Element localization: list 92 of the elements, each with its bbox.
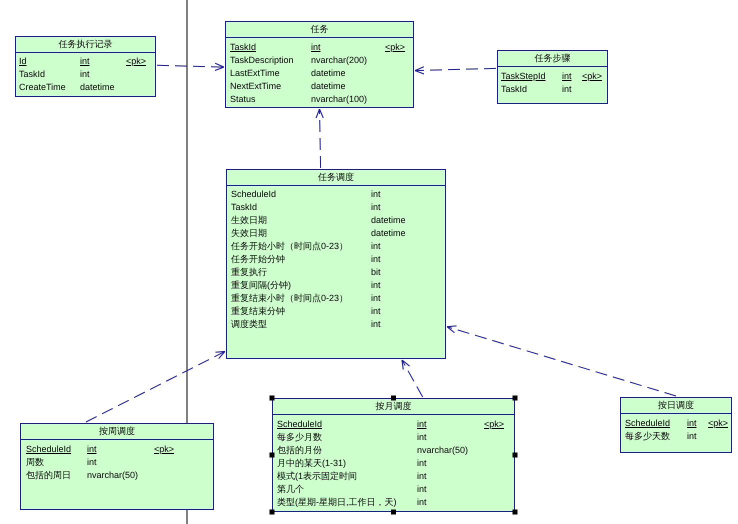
- data-type: int: [87, 456, 97, 468]
- data-type: int: [562, 70, 572, 82]
- table-title: 按周调度: [21, 424, 213, 440]
- table-title: 任务: [226, 22, 413, 38]
- data-type: int: [371, 201, 381, 213]
- column-name: 每多少天数: [625, 430, 670, 442]
- column-name: TaskStepId: [501, 70, 546, 82]
- data-type: int: [417, 483, 427, 495]
- data-type: int: [87, 443, 97, 455]
- column-name: 月中的某天(1-31): [277, 457, 346, 469]
- data-type: datetime: [311, 67, 346, 79]
- column-name: TaskId: [231, 201, 258, 213]
- column-name: 重复结束小时（时间点0-23）: [231, 292, 348, 304]
- column-name: LastExtTime: [230, 67, 280, 79]
- column-name: 重复执行: [231, 266, 267, 278]
- column-name: Status: [230, 93, 256, 105]
- data-type: int: [562, 83, 572, 95]
- data-type: nvarchar(100): [311, 93, 368, 105]
- data-type: bit: [371, 266, 381, 278]
- arrow: [85, 350, 226, 422]
- column-name: 包括的月份: [277, 444, 322, 456]
- data-type: int: [311, 41, 321, 53]
- column-name: 调度类型: [231, 318, 267, 330]
- data-type: int: [371, 253, 381, 265]
- arrow: [156, 62, 225, 71]
- column-name: ScheduleId: [277, 418, 322, 430]
- data-type: nvarchar(50): [87, 469, 138, 481]
- table-title: 按日调度: [621, 398, 731, 414]
- entity-table: [20, 423, 214, 510]
- data-type: int: [371, 279, 381, 291]
- key-label: <pk>: [154, 443, 174, 455]
- column-name: TaskId: [19, 68, 46, 80]
- data-type: datetime: [371, 214, 406, 226]
- key-label: <pk>: [385, 41, 406, 53]
- data-type: int: [687, 430, 697, 442]
- arrow: [316, 108, 324, 168]
- data-type: nvarchar(200): [311, 54, 368, 66]
- arrow: [414, 66, 496, 74]
- data-type: int: [80, 68, 90, 80]
- data-type: int: [371, 188, 381, 200]
- column-name: 任务开始小时（时间点0-23）: [231, 240, 348, 252]
- column-name: 第几个: [277, 483, 304, 495]
- data-type: int: [371, 240, 381, 252]
- data-type: int: [417, 418, 427, 430]
- column-name: 每多少月数: [277, 431, 322, 443]
- column-name: NextExtTime: [230, 80, 282, 92]
- arrow: [401, 359, 424, 398]
- column-name: 包括的周日: [26, 469, 71, 481]
- column-name: 周数: [26, 456, 44, 468]
- data-type: int: [371, 292, 381, 304]
- key-label: <pk>: [126, 55, 146, 67]
- column-name: TaskId: [501, 83, 528, 95]
- data-type: datetime: [80, 81, 115, 93]
- data-type: int: [687, 417, 697, 429]
- column-name: ScheduleId: [625, 417, 670, 429]
- key-label: <pk>: [484, 418, 504, 430]
- arrow: [446, 325, 676, 396]
- data-type: int: [371, 318, 381, 330]
- column-name: ScheduleId: [26, 443, 72, 455]
- column-name: 任务开始分钟: [231, 253, 285, 265]
- column-name: ScheduleId: [231, 188, 276, 200]
- column-name: TaskId: [230, 41, 256, 53]
- column-name: 重复结束分钟: [231, 305, 285, 317]
- column-name: 模式(1表示固定时间: [277, 470, 358, 482]
- entity-table: [226, 169, 446, 359]
- data-type: int: [417, 431, 427, 443]
- entity-table: [620, 397, 732, 453]
- column-name: CreateTime: [19, 81, 66, 93]
- data-type: datetime: [371, 227, 406, 239]
- data-type: int: [417, 470, 427, 482]
- entity-table: [272, 398, 515, 512]
- entity-table: [15, 36, 156, 97]
- column-name: TaskDescription: [230, 54, 294, 66]
- column-name: 重复间隔(分钟): [231, 279, 291, 291]
- data-type: datetime: [311, 80, 346, 92]
- entity-table: [225, 21, 414, 108]
- column-name: 失效日期: [231, 227, 267, 239]
- column-name: 生效日期: [231, 214, 267, 226]
- key-label: <pk>: [708, 417, 728, 429]
- key-label: <pk>: [582, 70, 602, 82]
- data-type: int: [371, 305, 381, 317]
- column-name: 类型(星期-星期日,工作日，天): [277, 496, 396, 508]
- entity-table: [497, 50, 608, 104]
- table-title: 任务调度: [227, 170, 445, 186]
- column-name: Id: [19, 55, 27, 67]
- table-title: 按月调度: [273, 399, 514, 415]
- table-title: 任务执行记录: [16, 37, 155, 53]
- data-type: int: [417, 457, 427, 469]
- data-type: nvarchar(50): [417, 444, 468, 456]
- data-type: int: [80, 55, 90, 67]
- data-type: int: [417, 496, 427, 508]
- table-title: 任务步骤: [498, 51, 607, 67]
